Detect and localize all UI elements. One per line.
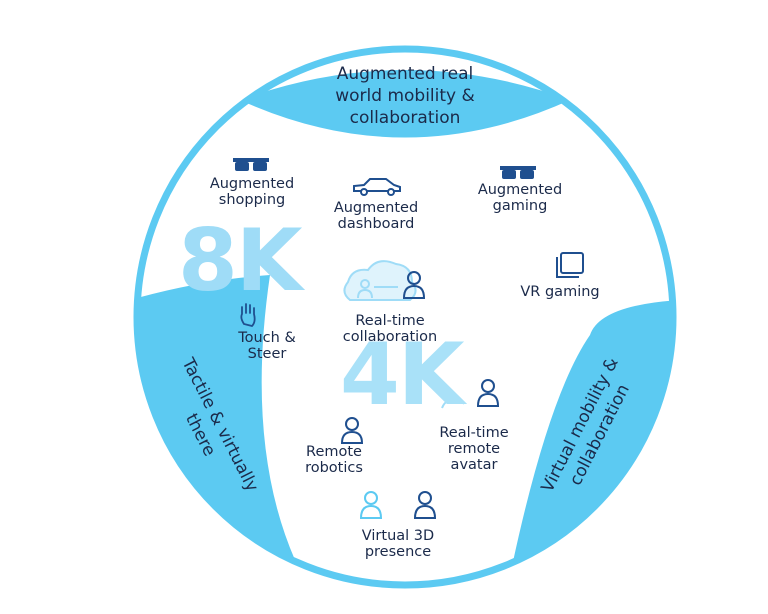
label-line: Augmented [209,176,295,192]
label-line: remote [447,441,501,457]
segment-top-line: collaboration [349,108,461,128]
ar-glasses-icon [500,166,536,179]
label-line: gaming [492,198,548,214]
vr-screen-icon [556,252,584,278]
label-realtime-remote-avatar: Real-time remote avatar [439,425,508,473]
resolution-8k: 8K [178,211,302,311]
car-icon [353,178,401,196]
label-augmented-dashboard: Augmented dashboard [334,200,418,232]
segment-top-line: Augmented real [336,64,474,84]
label-line: Virtual 3D [361,528,435,544]
person-icon [340,417,364,444]
person-avatar-icon [441,379,500,409]
label-line: collaboration [342,329,438,345]
label-line: Steer [247,346,287,362]
label-line: dashboard [337,216,415,232]
label-vr-gaming: VR gaming [520,284,599,300]
label-touch-steer: Touch & Steer [238,330,296,362]
label-line: Touch & [238,330,296,346]
label-line: VR gaming [520,284,600,300]
two-persons-icon [359,491,437,519]
label-remote-robotics: Remote robotics [305,444,363,476]
label-realtime-collaboration: Real-time collaboration [343,313,437,345]
segment-top-label: Augmented real world mobility & collabor… [305,63,505,129]
hand-icon [240,303,256,327]
label-augmented-shopping: Augmented shopping [210,176,294,208]
label-line: shopping [218,192,286,208]
label-line: Real-time [355,313,425,329]
segment-top-shape [240,70,570,138]
label-line: presence [364,544,432,560]
label-line: avatar [450,457,498,473]
label-line: Augmented [477,182,563,198]
label-line: robotics [305,460,363,476]
ar-glasses-icon [233,158,269,171]
label-line: Augmented [333,200,419,216]
cloud-person-icon [343,260,426,301]
label-line: Real-time [439,425,509,441]
label-line: Remote [306,444,362,460]
label-augmented-gaming: Augmented gaming [478,182,562,214]
segment-top-line: world mobility & [335,86,475,106]
resolution-4k: 4K [340,325,464,425]
label-virtual-3d-presence: Virtual 3D presence [362,528,434,560]
